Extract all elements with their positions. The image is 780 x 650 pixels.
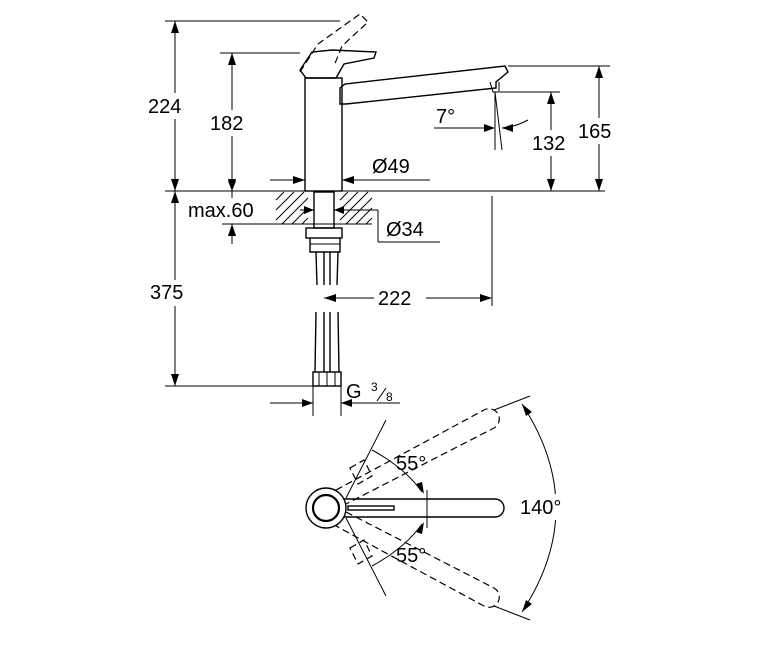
handle-lever-raised xyxy=(299,13,369,73)
angle-55-upper-arc xyxy=(345,419,424,499)
angle-7-line xyxy=(434,91,529,151)
top-body-inner xyxy=(311,493,341,523)
angle-55-lower-arc xyxy=(345,517,424,597)
supply-hoses xyxy=(312,251,342,387)
dim-d34-label: Ø34 xyxy=(386,219,424,241)
dim-132-label: 132 xyxy=(532,133,565,155)
countertop-hatch-right xyxy=(339,191,373,225)
dim-375-label: 375 xyxy=(150,282,183,304)
dim-224-label: 224 xyxy=(148,96,181,118)
top-spout-lower-position xyxy=(335,511,500,608)
handle-lever xyxy=(299,49,377,79)
dim-165-line xyxy=(508,65,610,191)
countertop-hatch-left xyxy=(275,191,309,225)
dim-182-label: 182 xyxy=(210,113,243,135)
angle-140-label: 140° xyxy=(520,497,561,519)
mounting-stem xyxy=(313,191,335,229)
dim-d49-line xyxy=(270,176,430,184)
angle-55-upper-label: 55° xyxy=(396,453,426,475)
dim-g38-label: G xyxy=(346,381,362,403)
top-spout-upper-position xyxy=(335,408,500,505)
dim-max60-label: max.60 xyxy=(188,200,254,222)
dim-222-label: 222 xyxy=(378,288,411,310)
angle-7-label: 7° xyxy=(436,106,455,128)
dim-g38-numerator: 3 xyxy=(371,380,378,394)
faucet-body xyxy=(304,77,343,192)
dim-g38-line xyxy=(270,386,400,416)
mounting-nut xyxy=(305,227,343,239)
dim-max60-line xyxy=(222,181,276,244)
angle-55-lower-label: 55° xyxy=(396,545,426,567)
dim-d34-line xyxy=(300,206,440,243)
top-body-outer xyxy=(305,487,347,529)
dim-g38-denominator: 8 xyxy=(386,390,393,404)
spout xyxy=(339,65,509,105)
dim-d49-label: Ø49 xyxy=(372,156,410,178)
top-spout xyxy=(344,498,505,518)
dim-165-label: 165 xyxy=(578,121,611,143)
